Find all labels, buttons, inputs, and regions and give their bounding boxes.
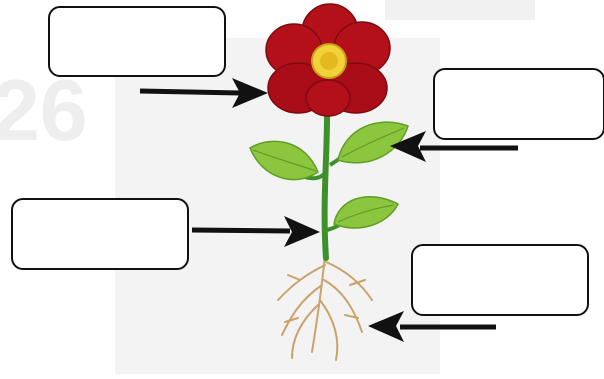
root-hair-3 — [284, 317, 299, 323]
label-box-root[interactable] — [411, 244, 589, 316]
label-box-stem[interactable] — [11, 198, 189, 270]
arrow-to-leaf-head — [390, 131, 426, 162]
root-hair-1 — [287, 274, 301, 281]
root-right-upper — [325, 261, 373, 301]
root-right-mid — [323, 279, 363, 333]
root-left-low — [291, 304, 319, 359]
leaf-left — [249, 140, 319, 181]
arrows — [139, 78, 518, 342]
flower-center-inner — [320, 52, 338, 70]
arrow-to-stem-head — [284, 216, 320, 247]
root-hair-2 — [349, 279, 366, 286]
watermark-band — [385, 0, 535, 20]
leaf-upper-right — [337, 121, 409, 164]
flower — [265, 3, 391, 117]
arrow-to-flower-shaft — [139, 88, 241, 96]
root-left-mid — [281, 284, 323, 336]
stem — [321, 97, 331, 261]
arrow-to-root-head — [368, 311, 404, 342]
arrow-to-stem-shaft — [191, 227, 291, 234]
label-box-flower[interactable] — [48, 6, 226, 77]
petal-bottom — [305, 79, 351, 117]
leaf-lower-right — [333, 195, 400, 229]
roots — [277, 254, 373, 361]
watermark-text: 26 — [0, 63, 88, 159]
root-hair-4 — [344, 314, 359, 319]
root-right-low — [319, 299, 339, 361]
arrow-to-flower-head — [232, 78, 268, 108]
label-box-leaf[interactable] — [433, 68, 604, 140]
